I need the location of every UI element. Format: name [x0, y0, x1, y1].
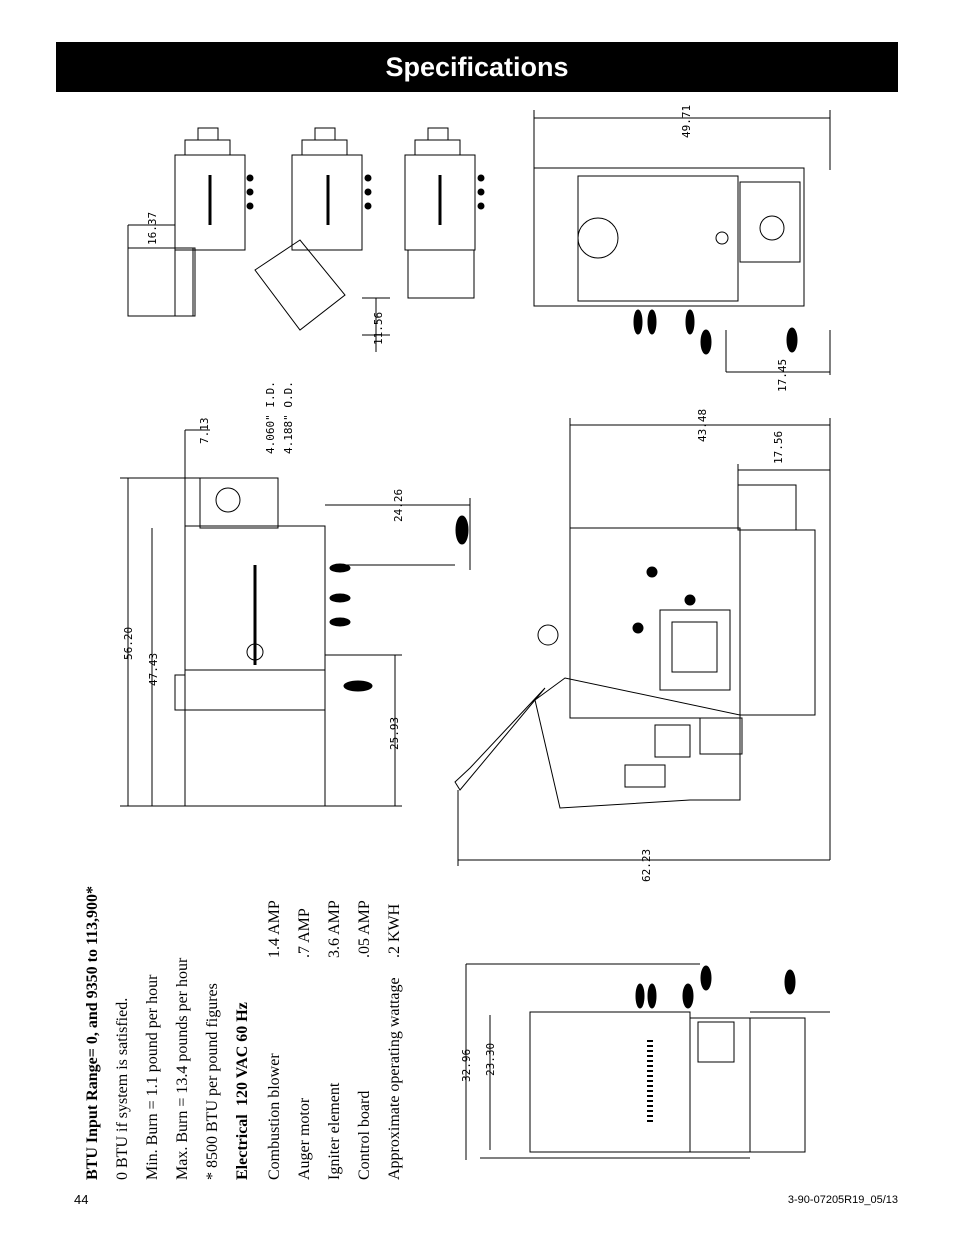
dim-24-26: 24.26 [392, 489, 405, 522]
item-label: Approximate operating wattage [386, 977, 403, 1180]
title-bar: Specifications [56, 42, 898, 92]
page-number: 44 [74, 1192, 89, 1207]
dim-47-43: 47.43 [147, 653, 160, 686]
page-title: Specifications [385, 51, 569, 82]
item-label: Igniter element [326, 1082, 343, 1180]
spec-line-4: * 8500 BTU per pound figures [204, 983, 221, 1180]
item-label: Control board [356, 1090, 373, 1180]
drawing-top-view [533, 110, 831, 375]
dim-outer-diameter: 4.188" O.D. [282, 381, 295, 454]
drawing-side-view [454, 418, 831, 866]
dim-43-48: 43.48 [696, 409, 709, 442]
dim-49-71: 49.71 [680, 105, 693, 138]
electrical-label: Electrical [234, 1114, 251, 1180]
spec-line-3: Max. Burn = 13.4 pounds per hour [174, 957, 191, 1180]
dim-11-56: 11.56 [372, 312, 385, 345]
drawing-top-left-views [127, 127, 485, 352]
item-value: 1.4 AMP [266, 900, 283, 958]
drawing-rear-view [465, 963, 830, 1160]
item-value: .05 AMP [356, 900, 373, 958]
dim-17-45: 17.45 [776, 359, 789, 392]
dim-17-56: 17.56 [772, 431, 785, 464]
dimension-labels: 16.37 11.56 49.71 17.45 7.13 4.060" I.D.… [122, 105, 789, 1082]
dim-7-13: 7.13 [198, 418, 211, 445]
drawing-front-view [120, 429, 471, 807]
item-label: Auger motor [296, 1097, 313, 1180]
dim-62-23: 62.23 [640, 849, 653, 882]
btu-range: BTU Input Range= 0, and 9350 to 113,900* [84, 885, 101, 1180]
item-label: Combustion blower [266, 1053, 283, 1180]
spec-line-2: Min. Burn = 1.1 pound per hour [144, 974, 161, 1180]
dim-56-20: 56.20 [122, 627, 135, 660]
item-value: .2 KWH [386, 903, 403, 958]
electrical-value: 120 VAC 60 Hz [234, 1002, 251, 1106]
dim-16-37: 16.37 [146, 212, 159, 245]
document-code: 3-90-07205R19_05/13 [787, 1194, 898, 1206]
spec-line-1: 0 BTU if system is satisfied. [114, 997, 131, 1180]
item-value: 3.6 AMP [326, 900, 343, 958]
dim-25-93: 25.93 [388, 717, 401, 750]
item-value: .7 AMP [296, 908, 313, 958]
dim-23-30: 23.30 [484, 1043, 497, 1076]
dim-32-96: 32.96 [460, 1049, 473, 1082]
specifications-block: BTU Input Range= 0, and 9350 to 113,900*… [84, 780, 444, 1180]
dim-inner-diameter: 4.060" I.D. [264, 381, 277, 454]
